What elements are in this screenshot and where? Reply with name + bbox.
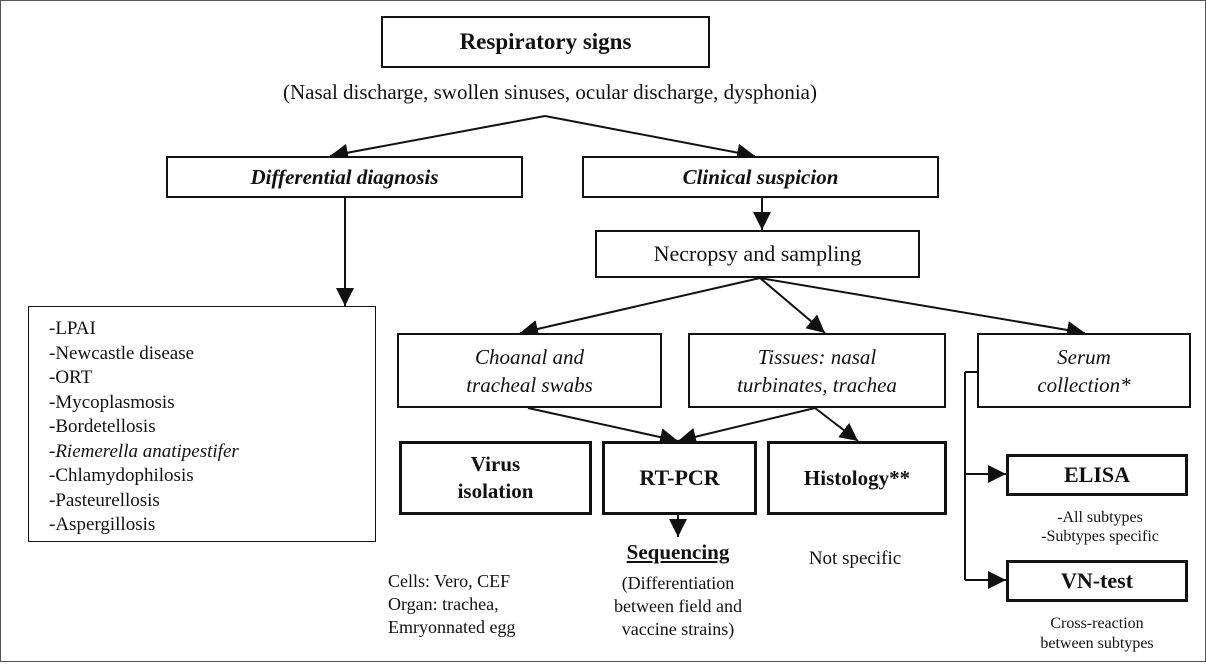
swabs-line-1: Choanal and bbox=[474, 344, 585, 369]
rt-pcr-label: RT-PCR bbox=[639, 465, 720, 490]
vn-test-note-line: between subtypes bbox=[1040, 635, 1154, 652]
virus-isolation-note-line: Cells: Vero, CEF bbox=[388, 571, 511, 591]
arrow-tissues-to-histology bbox=[814, 407, 859, 442]
clinical-suspicion-box: Clinical suspicion bbox=[582, 156, 939, 198]
sequencing-label: Sequencing bbox=[626, 540, 730, 564]
list-item: -ORT bbox=[49, 367, 93, 388]
list-item: -Pasteurellosis bbox=[49, 489, 160, 511]
elisa-box: ELISA bbox=[1006, 454, 1188, 496]
serum-collection-box: Serum collection* bbox=[977, 333, 1191, 408]
arrow-tissues-to-rtpcr bbox=[677, 407, 816, 446]
sequencing-detail: (Differentiation between field and vacci… bbox=[590, 572, 766, 641]
vn-test-notes: Cross-reaction between subtypes bbox=[1000, 614, 1194, 654]
differential-list: -LPAI -Newcastle disease -ORT -Mycoplasm… bbox=[49, 317, 239, 538]
elisa-label: ELISA bbox=[1063, 462, 1131, 487]
histology-note: Not specific bbox=[808, 548, 902, 569]
list-item: -Newcastle disease bbox=[49, 342, 195, 364]
list-item: -Aspergillosis bbox=[49, 514, 156, 535]
list-item: -Bordetellosis bbox=[49, 416, 156, 437]
virus-isolation-note-line: Organ: trachea, bbox=[388, 594, 499, 614]
arrow-necropsy-to-swabs bbox=[519, 277, 761, 338]
serum-line-2: collection* bbox=[1037, 372, 1131, 397]
serum-line-1: Serum bbox=[1057, 344, 1111, 369]
choanal-tracheal-swabs-box: Choanal and tracheal swabs bbox=[397, 333, 662, 408]
sequencing-detail-line: (Differentiation bbox=[621, 573, 735, 593]
elisa-notes: -All subtypes -Subtypes specific bbox=[1010, 508, 1190, 546]
elisa-note-line: -Subtypes specific bbox=[1041, 528, 1159, 545]
differential-list-box: -LPAI -Newcastle disease -ORT -Mycoplasm… bbox=[28, 306, 376, 542]
elisa-note-line: -All subtypes bbox=[1057, 509, 1143, 526]
respiratory-signs-box: Respiratory signs bbox=[381, 16, 710, 68]
arrow-necropsy-to-serum bbox=[759, 277, 1086, 339]
virus-isolation-box: Virus isolation bbox=[399, 441, 592, 515]
virus-isolation-line-1: Virus bbox=[470, 452, 521, 476]
histology-label: Histology** bbox=[803, 465, 911, 490]
list-item: -Riemerella anatipestifer bbox=[49, 440, 239, 462]
virus-isolation-notes: Cells: Vero, CEF Organ: trachea, Emryonn… bbox=[388, 570, 515, 639]
tissues-line-1: Tissues: nasal bbox=[757, 344, 877, 369]
respiratory-signs-title: Respiratory signs bbox=[459, 29, 632, 54]
tissues-box: Tissues: nasal turbinates, trachea bbox=[688, 333, 946, 408]
rt-pcr-box: RT-PCR bbox=[602, 441, 757, 515]
vn-test-box: VN-test bbox=[1006, 560, 1188, 602]
list-item: -Mycoplasmosis bbox=[49, 391, 175, 413]
necropsy-sampling-box: Necropsy and sampling bbox=[595, 230, 920, 278]
arrow-signs-to-clinical bbox=[544, 115, 756, 162]
virus-isolation-note-line: Emryonnated egg bbox=[388, 617, 516, 637]
arrow-signs-to-differential bbox=[329, 115, 546, 162]
arrow-swabs-to-rtpcr bbox=[527, 407, 679, 446]
vn-test-note-line: Cross-reaction bbox=[1050, 615, 1144, 632]
list-item: -LPAI bbox=[49, 318, 96, 339]
sequencing-detail-line: between field and bbox=[614, 596, 742, 616]
differential-diagnosis-title: Differential diagnosis bbox=[250, 164, 439, 189]
virus-isolation-line-2: isolation bbox=[457, 479, 534, 503]
sequencing-detail-line: vaccine strains) bbox=[621, 619, 735, 639]
list-item: -Chlamydophilosis bbox=[49, 465, 194, 486]
swabs-line-2: tracheal swabs bbox=[466, 372, 593, 397]
differential-diagnosis-box: Differential diagnosis bbox=[166, 156, 523, 198]
vn-test-label: VN-test bbox=[1060, 568, 1134, 593]
clinical-suspicion-title: Clinical suspicion bbox=[682, 164, 839, 189]
tissues-line-2: turbinates, trachea bbox=[737, 372, 897, 397]
necropsy-sampling-label: Necropsy and sampling bbox=[653, 241, 862, 266]
signs-description: (Nasal discharge, swollen sinuses, ocula… bbox=[282, 80, 817, 104]
arrow-necropsy-to-tissues bbox=[759, 277, 826, 334]
histology-box: Histology** bbox=[767, 441, 947, 515]
